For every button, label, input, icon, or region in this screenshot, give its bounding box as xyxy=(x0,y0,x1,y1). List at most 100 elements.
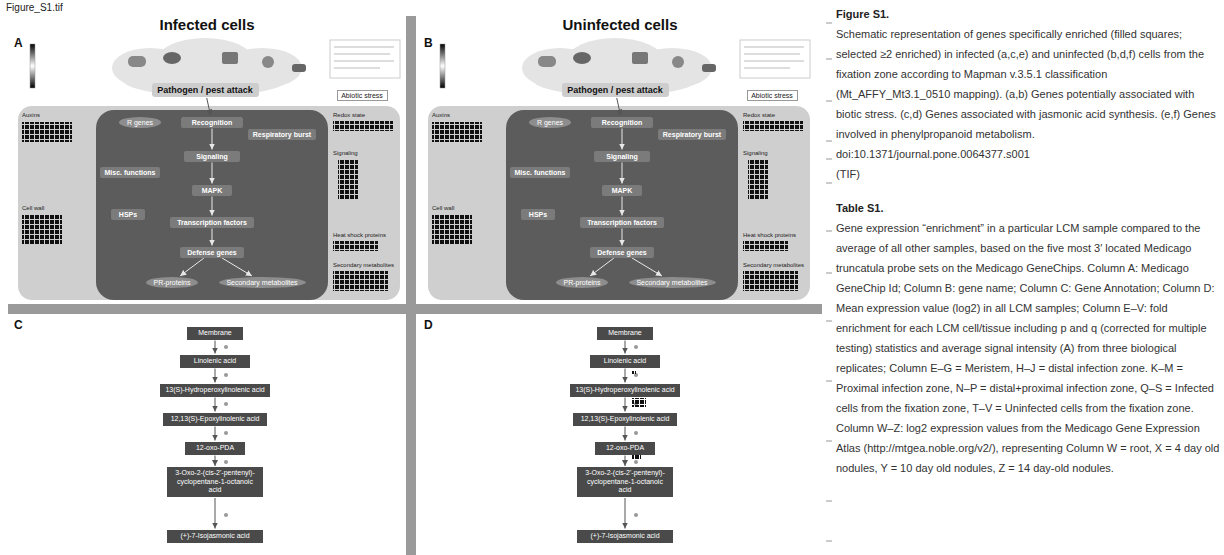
arrow-connector xyxy=(617,98,621,116)
arrow-connector xyxy=(622,129,623,150)
node-text: 12,13(S)-Epoxylinolenic acid xyxy=(171,415,260,423)
node-text: Misc. functions xyxy=(515,169,566,176)
node-text: R genes xyxy=(537,119,563,126)
node-text: Pathogen / pest attack xyxy=(567,85,663,95)
process-box: MAPK xyxy=(602,185,642,196)
pathway-box: Linolenic acid xyxy=(590,355,660,368)
node-text: 3-Oxo-2-(cis-2'-pentenyl)-cyclopentane-1… xyxy=(581,469,669,494)
process-box: Transcription factors xyxy=(580,217,664,228)
pathway-box: 12-oxo-PDA xyxy=(595,442,655,455)
node-text: MAPK xyxy=(202,187,223,194)
panel-title: Uninfected cells xyxy=(418,16,822,33)
node-text: Signaling xyxy=(196,153,228,160)
arrow-connector xyxy=(212,197,213,216)
figure-panel: BUninfected cellsPathogen / pest attackA… xyxy=(418,16,822,304)
gene-oval: PR-proteins xyxy=(146,277,198,288)
process-box: Transcription factors xyxy=(170,217,254,228)
gene-oval: Secondary metabolites xyxy=(629,277,716,288)
figure-panel: CMembraneLinolenic acid13(S)-Hydroperoxy… xyxy=(8,314,406,555)
process-box: Misc. functions xyxy=(100,167,160,178)
process-box: Recognition xyxy=(591,117,653,128)
arrow-connector xyxy=(625,427,626,441)
node-text: (+)-7-Isojasmonic acid xyxy=(590,532,659,540)
arrow-connector xyxy=(625,341,626,354)
margin-tick xyxy=(826,140,832,142)
pathway-box: Linolenic acid xyxy=(180,355,250,368)
pathway-box: 12,13(S)-Epoxylinolenic acid xyxy=(573,413,677,426)
pathway-box: 12-oxo-PDA xyxy=(185,442,245,455)
margin-tick xyxy=(826,380,832,382)
pathway-box: 3-Oxo-2-(cis-2'-pentenyl)-cyclopentane-1… xyxy=(577,467,673,497)
node-text: Membrane xyxy=(198,329,231,337)
margin-tick xyxy=(826,100,832,102)
arrow-connector xyxy=(215,427,216,441)
node-text: Recognition xyxy=(602,119,642,126)
margin-tick xyxy=(826,58,832,60)
pathway-box: 12,13(S)-Epoxylinolenic acid xyxy=(163,413,267,426)
node-text: Linolenic acid xyxy=(194,357,236,365)
category-label: Heat shock proteins xyxy=(743,232,796,239)
node-text: PR-proteins xyxy=(564,279,601,286)
panel-art xyxy=(428,38,810,300)
node-text: 3-Oxo-2-(cis-2'-pentenyl)-cyclopentane-1… xyxy=(171,469,259,494)
caption-column: Figure S1.Schematic representation of ge… xyxy=(836,4,1222,478)
gene-oval: R genes xyxy=(119,117,161,128)
arrow-connector xyxy=(632,258,662,276)
panel-art xyxy=(18,38,400,300)
table-caption: Gene expression “enrichment” in a partic… xyxy=(836,218,1222,478)
process-box: Respiratory burst xyxy=(248,129,316,140)
gene-oval: R genes xyxy=(529,117,571,128)
category-label: Redox state xyxy=(743,112,775,119)
stress-source-box: Pathogen / pest attack xyxy=(562,83,669,97)
margin-tick xyxy=(826,272,832,274)
node-text: MAPK xyxy=(612,187,633,194)
arrow-connector xyxy=(625,498,626,529)
gene-oval: PR-proteins xyxy=(556,277,608,288)
category-label: Signaling xyxy=(333,150,358,157)
category-label: Cell wall xyxy=(22,205,44,212)
process-box: Misc. functions xyxy=(510,167,570,178)
node-text: Respiratory burst xyxy=(663,131,721,138)
margin-tick xyxy=(826,320,832,322)
category-label: Redox state xyxy=(333,112,365,119)
figure-caption: Schematic representation of genes specif… xyxy=(836,24,1222,144)
arrow-connector xyxy=(207,98,211,116)
process-box: HSPs xyxy=(111,209,145,220)
figure-heading: Figure S1. xyxy=(836,4,1222,24)
file-name: Figure_S1.tif xyxy=(6,2,63,14)
arrow-connector xyxy=(212,163,213,184)
node-text: 13(S)-Hydroperoxylinolenic acid xyxy=(575,386,674,394)
pathway-box: (+)-7-Isojasmonic acid xyxy=(167,530,263,543)
arrow-connector xyxy=(625,398,626,412)
category-label: Cell wall xyxy=(432,205,454,212)
node-text: Transcription factors xyxy=(177,219,247,226)
arrow-connector xyxy=(180,258,204,276)
process-box: Defense genes xyxy=(180,247,244,258)
node-text: Defense genes xyxy=(597,249,646,256)
node-text: 13(S)-Hydroperoxylinolenic acid xyxy=(165,386,264,394)
node-text: PR-proteins xyxy=(154,279,191,286)
node-text: HSPs xyxy=(529,211,547,218)
node-text: Membrane xyxy=(608,329,641,337)
table-heading: Table S1. xyxy=(836,198,1222,218)
arrow-connector xyxy=(622,163,623,184)
figure-panel: DMembraneLinolenic acid13(S)-Hydroperoxy… xyxy=(418,314,822,555)
gene-oval: Secondary metabolites xyxy=(219,277,306,288)
category-label: Heat shock proteins xyxy=(333,232,386,239)
node-text: Abiotic stress xyxy=(341,92,383,99)
enrichment-squares xyxy=(632,371,636,375)
node-text: Secondary metabolites xyxy=(226,279,297,286)
stress-box: Abiotic stress xyxy=(747,90,798,101)
process-box: MAPK xyxy=(192,185,232,196)
node-text: Misc. functions xyxy=(105,169,156,176)
panel-separator xyxy=(406,16,416,555)
category-label: Secondary metabolites xyxy=(743,262,804,269)
doi-text: doi:10.1371/journal.pone.0064377.s001 xyxy=(836,144,1222,164)
margin-tick xyxy=(826,158,832,160)
node-text: Defense genes xyxy=(187,249,236,256)
node-text: R genes xyxy=(127,119,153,126)
arrow-connector xyxy=(215,498,216,529)
pathway-box: 13(S)-Hydroperoxylinolenic acid xyxy=(570,384,680,397)
node-text: (+)-7-Isojasmonic acid xyxy=(180,532,249,540)
node-text: Pathogen / pest attack xyxy=(157,85,253,95)
